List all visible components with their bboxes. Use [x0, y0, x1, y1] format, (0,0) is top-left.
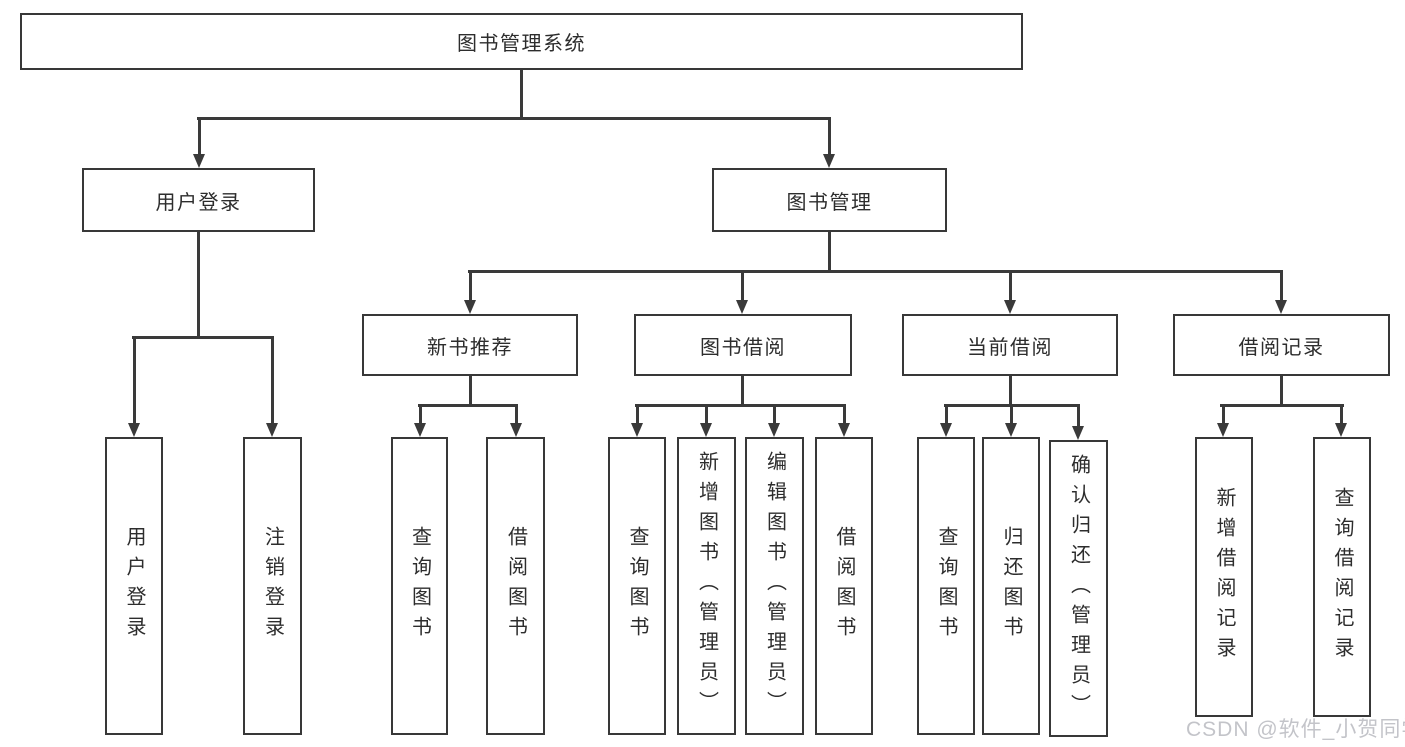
connector-line — [945, 404, 948, 424]
node-label: 图书管理系统 — [457, 33, 586, 55]
node-user-login: 用户登录 — [82, 168, 315, 232]
node-leaf-confirm-return-admin: 确认归还（管理员） — [1049, 440, 1108, 737]
node-label: 新书推荐 — [427, 336, 513, 359]
arrow-down-icon — [823, 154, 835, 168]
connector-line — [271, 336, 274, 424]
arrow-down-icon — [510, 423, 522, 437]
connector-line — [1222, 404, 1225, 424]
arrow-down-icon — [464, 300, 476, 314]
connector-line — [741, 270, 744, 301]
connector-line — [469, 376, 472, 406]
connector-line — [828, 232, 831, 272]
node-label: 用户登录 — [155, 191, 242, 214]
node-leaf-logout: 注销登录 — [243, 437, 302, 735]
connector-line — [197, 117, 831, 120]
connector-line — [197, 232, 200, 338]
node-label: 借阅图书 — [504, 526, 527, 646]
node-new-book-recommend: 新书推荐 — [362, 314, 578, 376]
connector-line — [418, 404, 518, 407]
node-label: 查询借阅记录 — [1331, 487, 1353, 667]
node-book-borrowing: 图书借阅 — [634, 314, 852, 376]
csdn-watermark: CSDN @软件_小贺同学 — [1186, 718, 1405, 741]
connector-line — [773, 404, 776, 424]
connector-line — [419, 404, 422, 424]
node-leaf-query-books-borrow: 查询图书 — [608, 437, 666, 735]
connector-line — [520, 70, 523, 120]
arrow-down-icon — [128, 423, 140, 437]
node-library-system: 图书管理系统 — [20, 13, 1023, 70]
connector-line — [1077, 404, 1080, 427]
connector-line — [469, 270, 472, 301]
node-leaf-user-login: 用户登录 — [105, 437, 163, 735]
arrow-down-icon — [414, 423, 426, 437]
connector-line — [636, 404, 639, 424]
node-label: 图书管理 — [786, 191, 873, 214]
node-label: 新增图书（管理员） — [695, 451, 718, 721]
node-label: 查询图书 — [626, 526, 648, 646]
connector-line — [1220, 404, 1344, 407]
arrow-down-icon — [1005, 423, 1017, 437]
connector-line — [515, 404, 518, 424]
arrow-down-icon — [940, 423, 952, 437]
connector-line — [741, 376, 744, 406]
node-leaf-add-borrow-record: 新增借阅记录 — [1195, 437, 1253, 717]
node-label: 注销登录 — [261, 526, 284, 646]
connector-line — [705, 404, 708, 424]
node-label: 确认归还（管理员） — [1067, 453, 1090, 724]
node-label: 查询图书 — [408, 526, 431, 646]
arrow-down-icon — [266, 423, 278, 437]
node-leaf-add-books-admin: 新增图书（管理员） — [677, 437, 736, 735]
connector-line — [132, 336, 274, 339]
node-leaf-query-books-current: 查询图书 — [917, 437, 975, 735]
connector-line — [635, 404, 846, 407]
node-label: 编辑图书（管理员） — [763, 451, 786, 721]
arrow-down-icon — [1217, 423, 1229, 437]
connector-line — [1280, 270, 1283, 301]
node-label: 归还图书 — [1000, 526, 1022, 646]
node-label: 借阅记录 — [1238, 336, 1325, 359]
connector-line — [1340, 404, 1343, 424]
node-leaf-query-borrow-record: 查询借阅记录 — [1313, 437, 1371, 717]
node-leaf-borrow-books-recommend: 借阅图书 — [486, 437, 545, 735]
arrow-down-icon — [736, 300, 748, 314]
node-leaf-edit-books-admin: 编辑图书（管理员） — [745, 437, 804, 735]
arrow-down-icon — [631, 423, 643, 437]
node-label: 新增借阅记录 — [1213, 487, 1235, 667]
arrow-down-icon — [1072, 426, 1084, 440]
arrow-down-icon — [700, 423, 712, 437]
node-leaf-query-books-recommend: 查询图书 — [391, 437, 448, 735]
node-current-borrowing: 当前借阅 — [902, 314, 1118, 376]
connector-line — [843, 404, 846, 424]
connector-line — [1009, 270, 1012, 301]
node-label: 查询图书 — [935, 526, 957, 646]
arrow-down-icon — [193, 154, 205, 168]
connector-line — [1009, 376, 1012, 406]
connector-line — [1280, 376, 1283, 406]
arrow-down-icon — [1004, 300, 1016, 314]
node-borrowing-records: 借阅记录 — [1173, 314, 1390, 376]
node-label: 用户登录 — [123, 526, 145, 646]
arrow-down-icon — [768, 423, 780, 437]
connector-line — [828, 117, 831, 155]
connector-line — [198, 117, 201, 155]
arrow-down-icon — [838, 423, 850, 437]
arrow-down-icon — [1335, 423, 1347, 437]
node-label: 图书借阅 — [700, 336, 786, 359]
arrow-down-icon — [1275, 300, 1287, 314]
connector-line — [468, 270, 1283, 273]
node-label: 借阅图书 — [833, 526, 855, 646]
node-leaf-return-books: 归还图书 — [982, 437, 1040, 735]
node-leaf-borrow-books: 借阅图书 — [815, 437, 873, 735]
connector-line — [1010, 404, 1013, 424]
node-book-management: 图书管理 — [712, 168, 947, 232]
connector-line — [133, 336, 136, 424]
node-label: 当前借阅 — [967, 336, 1053, 359]
